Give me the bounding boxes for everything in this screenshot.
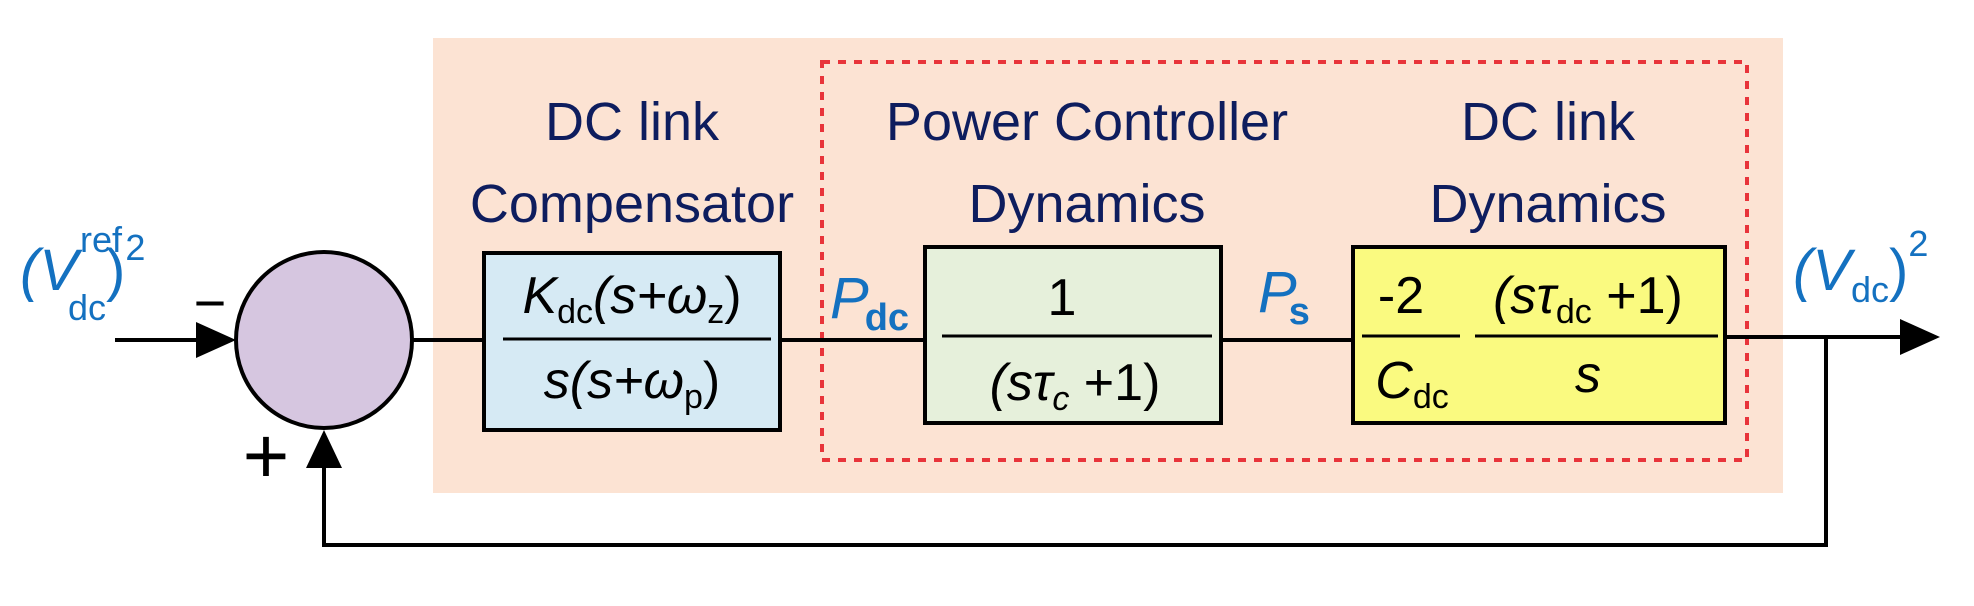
dc-link-title-line1: DC link — [1461, 92, 1636, 152]
dc-link-frac1-numerator: -2 — [1378, 267, 1424, 325]
dc-link-frac1-denominator: Cdc — [1375, 352, 1448, 416]
power-controller-title-line1: Power Controller — [886, 92, 1288, 152]
input-arrowhead — [196, 322, 236, 358]
compensator-block — [482, 251, 782, 432]
compensator-title-line1: DC link — [545, 92, 720, 152]
p-s-label: Ps — [1258, 260, 1310, 333]
power-controller-title-line2: Dynamics — [968, 174, 1205, 234]
compensator-denominator: s(s+ωp) — [544, 352, 720, 416]
power-controller-numerator: 1 — [1048, 269, 1077, 327]
output-arrowhead — [1900, 319, 1940, 355]
summing-junction — [234, 250, 414, 430]
dc-link-title-line2: Dynamics — [1429, 174, 1666, 234]
power-controller-denominator: (sτc +1) — [990, 354, 1161, 418]
compensator-title-line2: Compensator — [470, 174, 794, 234]
dashed-outline — [820, 60, 1749, 462]
dc-link-frac2-numerator: (sτdc +1) — [1493, 267, 1683, 331]
output-signal-label: (Vdc)2 — [1793, 223, 1928, 310]
p-dc-label: Pdc — [830, 266, 909, 339]
minus-sign: − — [194, 271, 227, 334]
dc-link-frac2-denominator: s — [1575, 346, 1601, 404]
plus-sign: + — [243, 411, 290, 500]
feedback-arrowhead — [306, 430, 342, 468]
compensator-numerator: Kdc(s+ωz) — [522, 267, 741, 331]
